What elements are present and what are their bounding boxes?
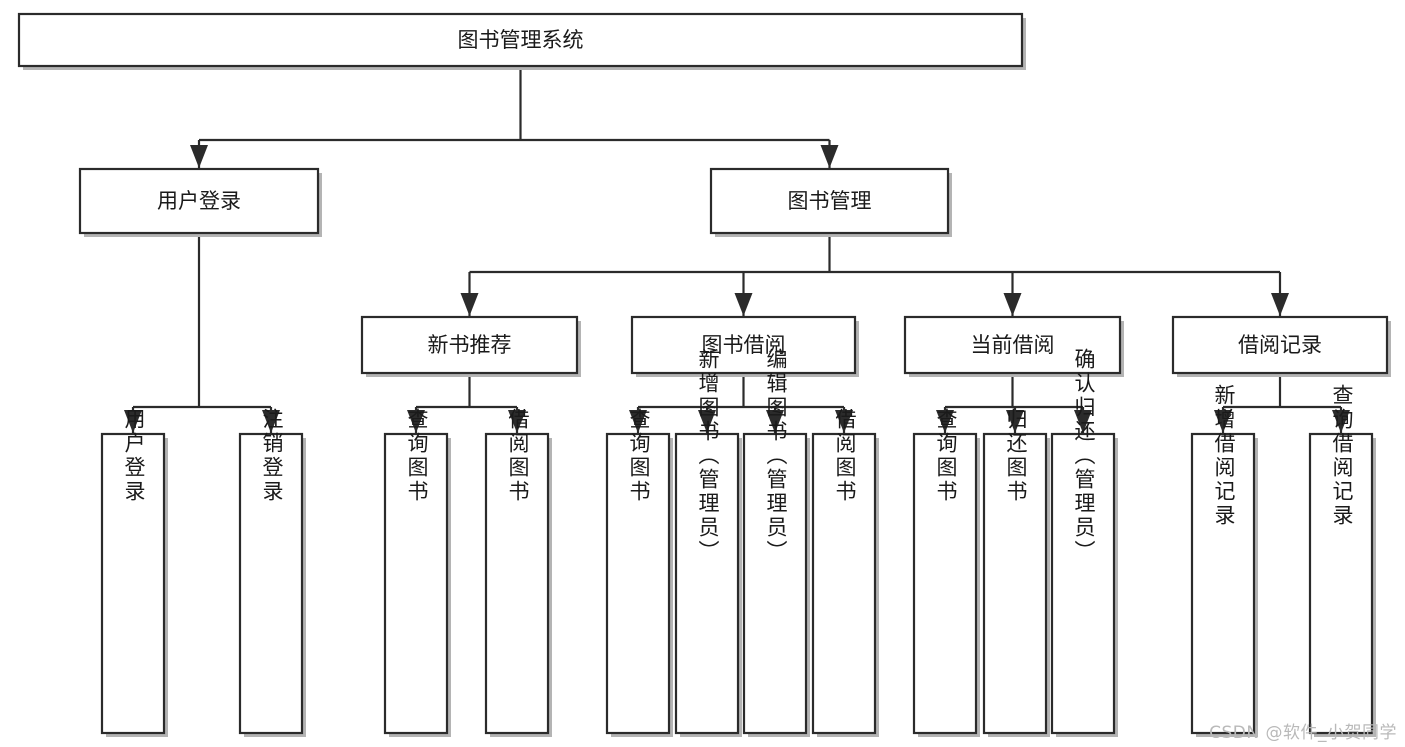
node-leaf-归还图书-9[interactable]: 归还图书	[982, 408, 1050, 737]
node-box[interactable]	[100, 432, 166, 735]
node-box[interactable]	[903, 315, 1122, 375]
node-box[interactable]	[811, 432, 877, 735]
node-box[interactable]	[605, 432, 671, 735]
node-label: 新增图书（管理员）	[696, 348, 720, 564]
node-leaf-借阅图书-3[interactable]: 借阅图书	[484, 408, 552, 737]
node-label: 当前借阅	[971, 333, 1055, 357]
arrow-head-icon	[407, 410, 425, 433]
node-leaf-新增图书管理员-5[interactable]: 新增图书（管理员）	[674, 348, 742, 737]
arrow-head-icon	[1003, 293, 1022, 316]
arrow-head-icon	[1074, 410, 1092, 433]
node-box[interactable]	[674, 432, 740, 735]
node-label: 新书推荐	[428, 333, 512, 357]
node-level3-新书推荐-0[interactable]: 新书推荐	[360, 315, 581, 377]
node-box[interactable]	[1171, 315, 1389, 375]
arrow-head-icon	[190, 145, 208, 168]
node-label: 查询图书	[405, 408, 429, 504]
arrow-head-icon	[124, 410, 142, 433]
node-box[interactable]	[238, 432, 304, 735]
node-level3-图书借阅-1[interactable]: 图书借阅	[630, 315, 859, 377]
node-box[interactable]	[1190, 432, 1256, 735]
node-label: 借阅图书	[833, 408, 857, 504]
node-label: 查询图书	[627, 408, 651, 504]
node-label: 用户登录	[122, 408, 146, 504]
node-label: 编辑图书（管理员）	[764, 348, 788, 564]
nodes-layer: 图书管理系统用户登录图书管理新书推荐图书借阅当前借阅借阅记录用户登录注销登录查询…	[17, 12, 1391, 737]
node-box[interactable]	[709, 167, 950, 235]
node-leaf-查询借阅记录-12[interactable]: 查询借阅记录	[1308, 384, 1376, 737]
node-level2-用户登录-0[interactable]: 用户登录	[78, 167, 322, 237]
node-leaf-编辑图书管理员-6[interactable]: 编辑图书（管理员）	[742, 348, 810, 737]
arrow-head-icon	[460, 293, 479, 316]
node-box[interactable]	[1050, 432, 1116, 735]
arrow-head-icon	[1006, 410, 1024, 433]
arrow-head-icon	[1214, 410, 1232, 433]
node-label: 图书借阅	[702, 333, 786, 357]
arrow-head-icon	[262, 410, 280, 433]
node-label: 新增借阅记录	[1212, 384, 1236, 528]
node-box[interactable]	[1308, 432, 1374, 735]
node-level3-借阅记录-3[interactable]: 借阅记录	[1171, 315, 1391, 377]
node-box[interactable]	[742, 432, 808, 735]
node-leaf-借阅图书-7[interactable]: 借阅图书	[811, 408, 879, 737]
arrow-head-icon	[820, 145, 839, 168]
node-leaf-查询图书-8[interactable]: 查询图书	[912, 408, 980, 737]
node-box[interactable]	[17, 12, 1024, 68]
node-box[interactable]	[484, 432, 550, 735]
node-label: 归还图书	[1004, 408, 1028, 504]
node-label: 用户登录	[157, 189, 241, 213]
node-label: 查询图书	[934, 408, 958, 504]
arrow-head-icon	[698, 410, 716, 433]
node-box[interactable]	[630, 315, 857, 375]
node-box[interactable]	[383, 432, 449, 735]
node-label: 注销登录	[260, 408, 284, 504]
arrow-head-icon	[734, 293, 753, 316]
node-leaf-注销登录-1[interactable]: 注销登录	[238, 408, 306, 737]
node-leaf-查询图书-2[interactable]: 查询图书	[383, 408, 451, 737]
node-label: 确认归还（管理员）	[1072, 348, 1096, 564]
node-label: 借阅记录	[1238, 333, 1322, 357]
node-label: 查询借阅记录	[1330, 384, 1354, 528]
node-leaf-查询图书-4[interactable]: 查询图书	[605, 408, 673, 737]
node-box[interactable]	[912, 432, 978, 735]
node-box[interactable]	[78, 167, 320, 235]
node-label: 图书管理系统	[458, 28, 584, 52]
node-leaf-确认归还管理员-10[interactable]: 确认归还（管理员）	[1050, 348, 1118, 737]
node-label: 图书管理	[788, 189, 872, 213]
node-box[interactable]	[982, 432, 1048, 735]
node-level2-图书管理-1[interactable]: 图书管理	[709, 167, 952, 237]
node-leaf-用户登录-0[interactable]: 用户登录	[100, 408, 168, 737]
node-label: 借阅图书	[506, 408, 530, 504]
arrow-head-icon	[508, 410, 526, 433]
node-level3-当前借阅-2[interactable]: 当前借阅	[903, 315, 1124, 377]
arrow-head-icon	[835, 410, 853, 433]
node-leaf-新增借阅记录-11[interactable]: 新增借阅记录	[1190, 384, 1258, 737]
arrow-head-icon	[1271, 293, 1289, 316]
connectors-layer	[124, 66, 1350, 433]
node-root-图书管理系统-0[interactable]: 图书管理系统	[17, 12, 1026, 70]
arrow-head-icon	[766, 410, 784, 433]
arrow-head-icon	[1332, 410, 1350, 433]
node-box[interactable]	[360, 315, 579, 375]
arrow-head-icon	[629, 410, 647, 433]
arrow-head-icon	[936, 410, 954, 433]
